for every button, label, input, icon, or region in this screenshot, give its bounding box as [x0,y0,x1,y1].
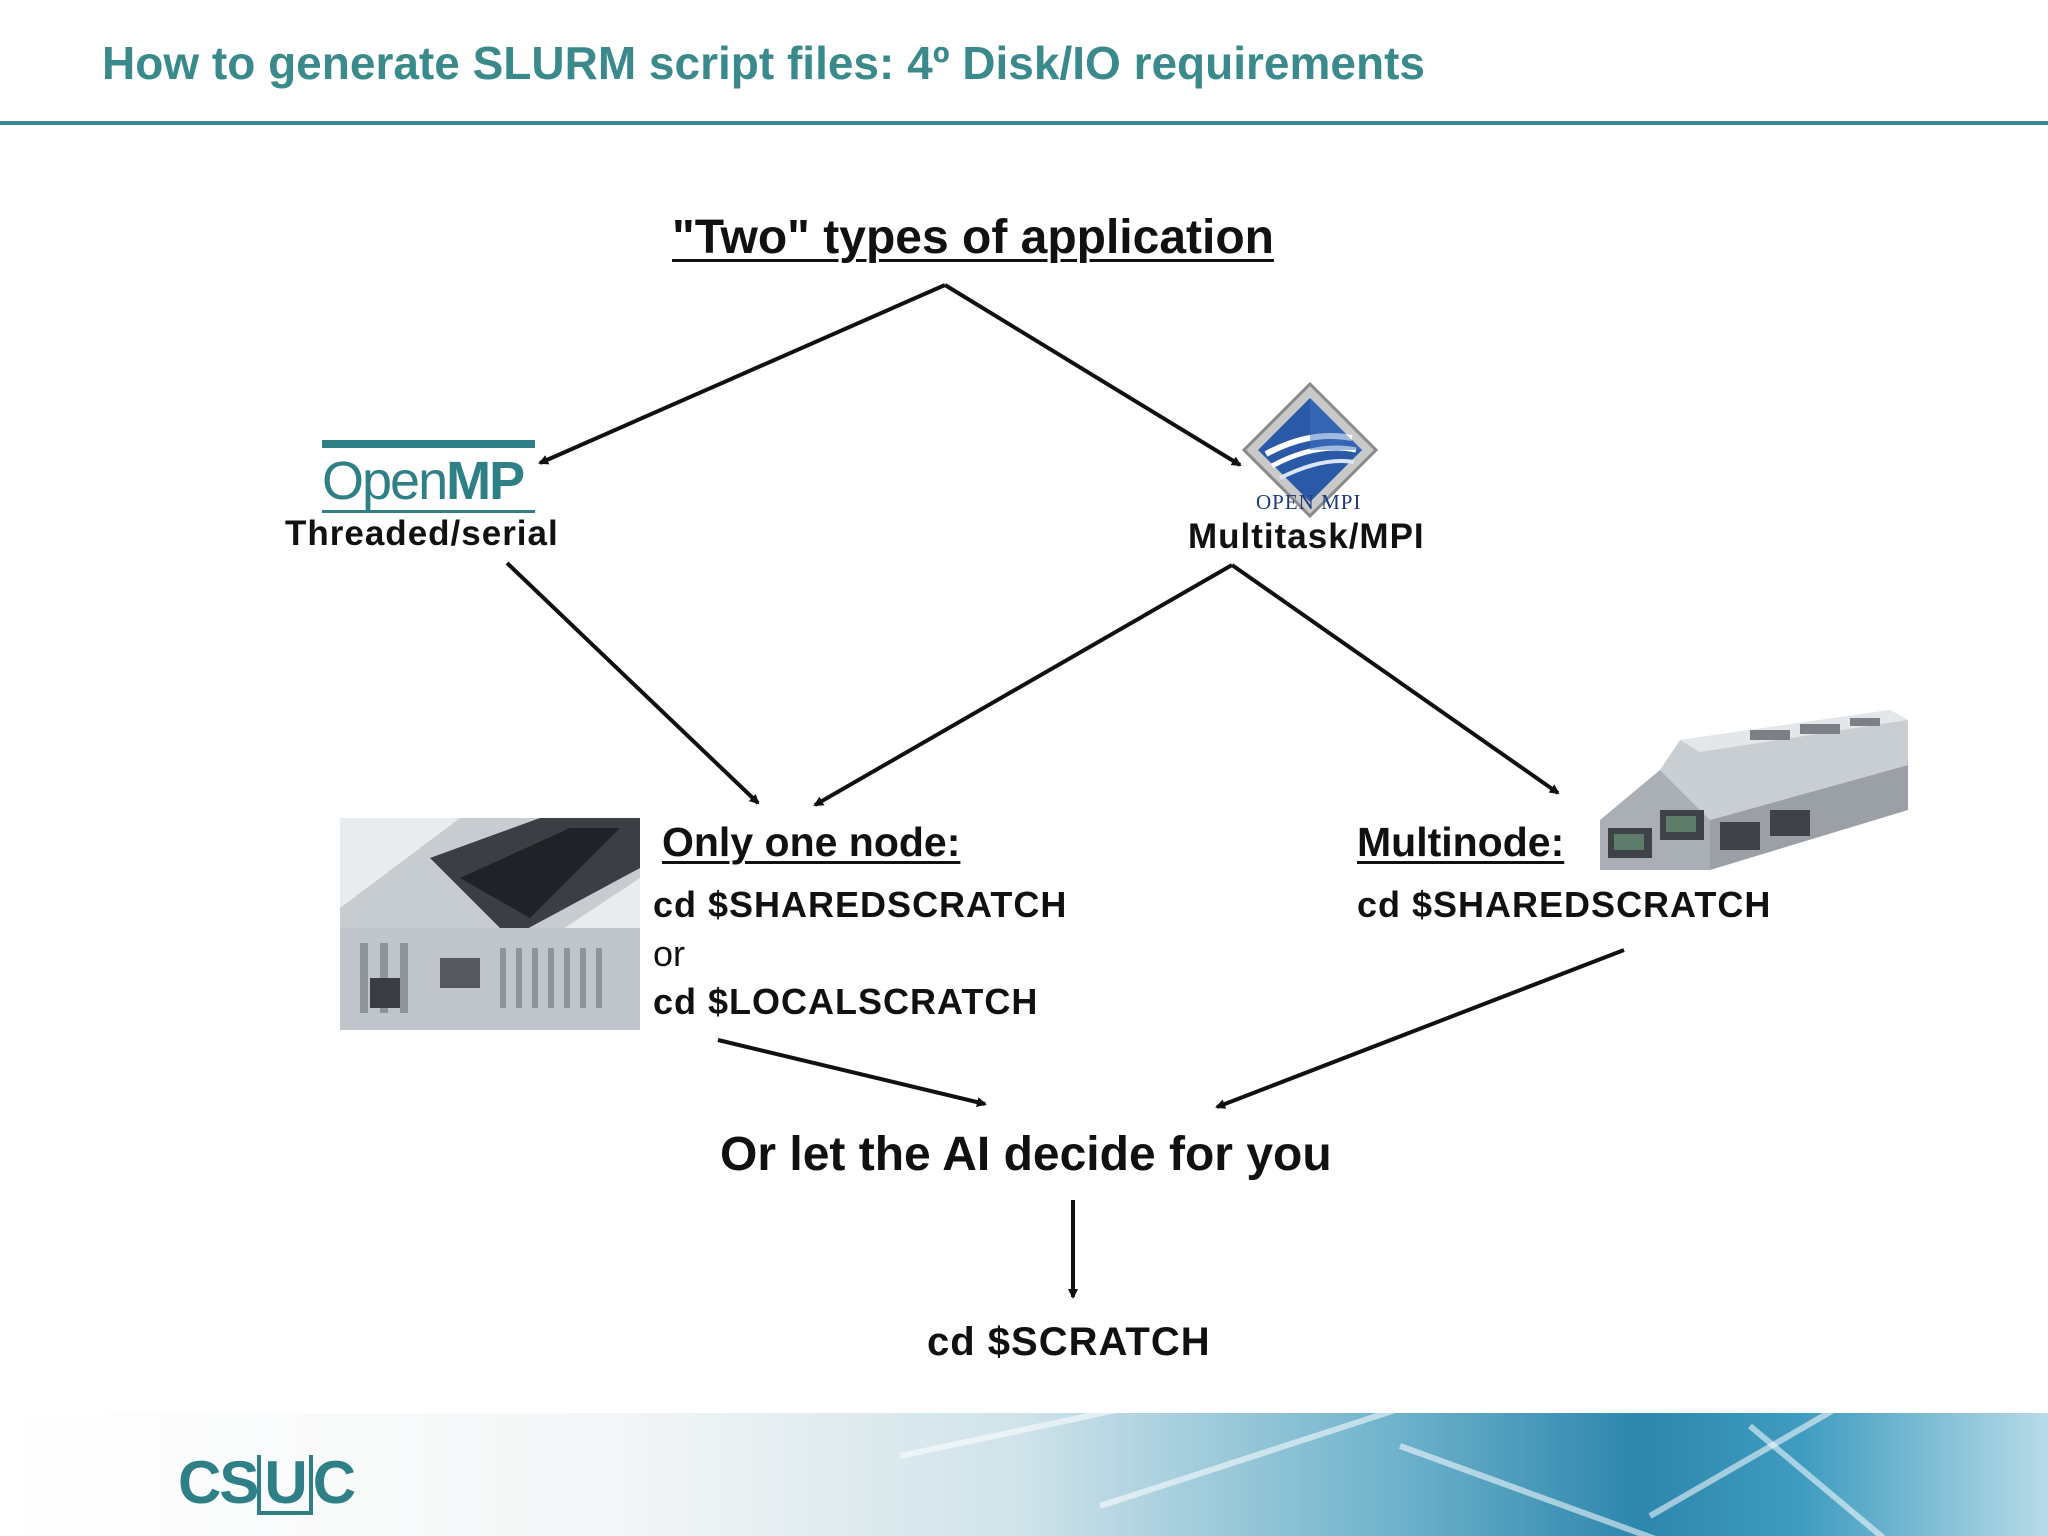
arrow-root-to-openmp [538,283,946,465]
single-node-cmd-shared: cd $SHAREDSCRATCH [653,884,1068,925]
openmp-logo-bold: MP [446,451,525,511]
single-node-cmd-local: cd $LOCALSCRATCH [653,981,1039,1022]
root-heading: "Two" types of application [672,211,1274,264]
single-node-heading: Only one node: [662,819,961,865]
slide-title: How to generate SLURM script files: 4º D… [102,37,1425,89]
openmpi-logo-icon [1241,381,1379,519]
single-node-or: or [653,933,686,974]
openmp-logo-plain: Open [322,451,448,511]
openmpi-label: Multitask/MPI [1188,517,1425,556]
openmp-logo: OpenMP [322,440,537,513]
final-scratch-cmd: cd $SCRATCH [927,1320,1211,1364]
multinode-cmd-shared: cd $SHAREDSCRATCH [1357,884,1772,925]
openmp-logo-underline [322,510,535,513]
ai-decide-text: Or let the AI decide for you [720,1128,1332,1181]
title-divider [0,121,2048,125]
arrow-multinode-to-ai [1215,948,1625,1109]
openmp-logo-bar [322,440,535,448]
csuc-logo-cs: CS [178,1449,259,1516]
multinode-heading: Multinode: [1357,819,1565,865]
arrow-root-to-openmpi [943,283,1242,467]
multinode-server-image [1600,710,1908,870]
arrow-openmp-to-single-node [505,561,760,805]
openmp-label: Threaded/serial [285,514,559,553]
csuc-logo-c: C [312,1449,356,1516]
arrow-openmpi-to-single-node [813,563,1233,807]
csuc-logo-u: U [257,1453,313,1515]
arrow-single-node-to-ai [717,1038,987,1107]
footer-banner [0,1413,2048,1536]
openmpi-logo-caption: OPEN MPI [1256,490,1362,514]
single-node-server-image [340,818,640,1030]
arrow-openmpi-to-multinode [1230,563,1560,795]
openmp-logo-text: OpenMP [322,450,525,512]
